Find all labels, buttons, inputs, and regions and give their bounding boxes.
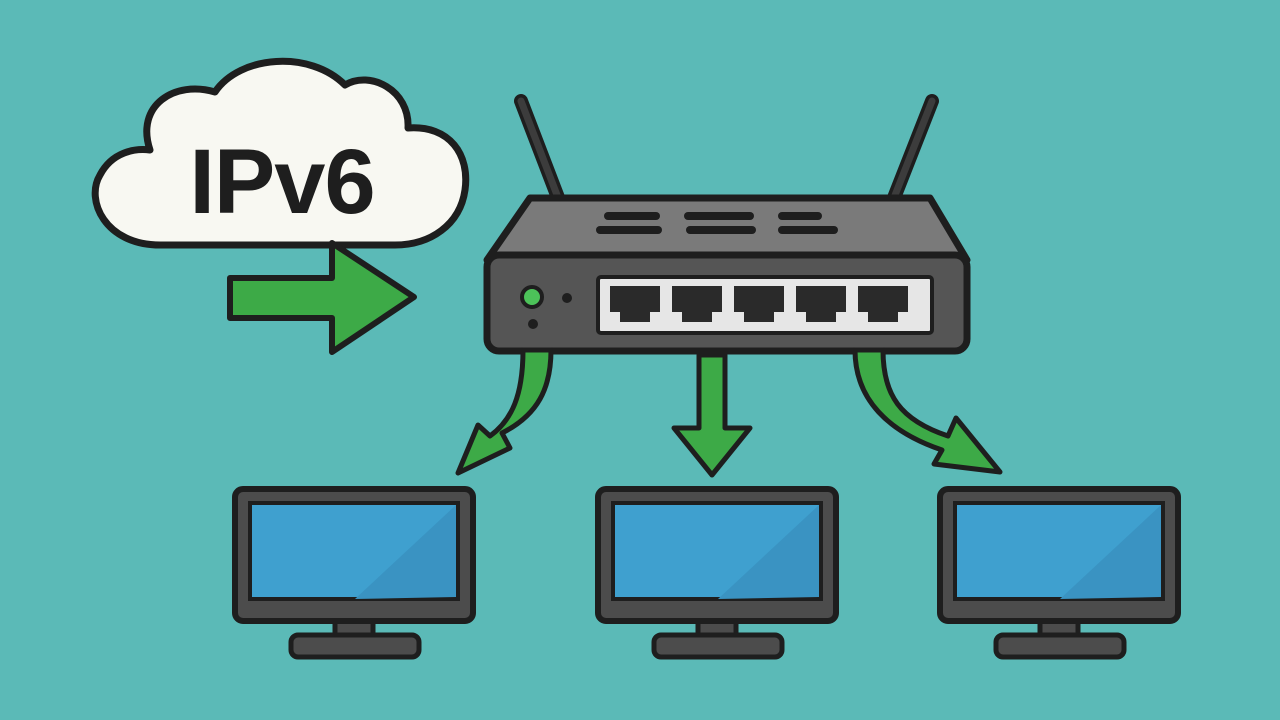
ipv6-cloud: IPv6 <box>91 57 470 249</box>
screen-shade <box>718 505 819 599</box>
computer-right <box>937 486 1181 660</box>
router-icon <box>483 94 971 355</box>
cloud-label: IPv6 <box>189 131 374 233</box>
router-vents <box>596 212 838 234</box>
ethernet-port <box>796 286 846 322</box>
ethernet-ports <box>610 286 908 322</box>
ethernet-port <box>672 286 722 322</box>
screen-shade <box>355 505 456 599</box>
antenna-right-fill <box>886 97 936 212</box>
ethernet-port <box>734 286 784 322</box>
router-to-computer-arrows <box>455 347 1003 478</box>
computers <box>232 486 1181 660</box>
screen-shade <box>1060 505 1161 599</box>
computer-left <box>232 486 476 660</box>
ethernet-port <box>858 286 908 322</box>
status-led <box>520 285 544 309</box>
arrow-icon <box>852 347 1003 475</box>
led-dot <box>562 293 572 303</box>
monitor-base <box>288 632 422 660</box>
arrow-icon <box>455 347 554 476</box>
led-dot <box>528 319 538 329</box>
monitor-base <box>651 632 785 660</box>
arrow-icon <box>671 352 753 478</box>
antenna-left-fill <box>517 97 566 212</box>
ethernet-port <box>610 286 660 322</box>
cloud-icon <box>91 57 470 249</box>
monitor-base <box>993 632 1127 660</box>
computer-center <box>595 486 839 660</box>
arrow-icon <box>227 240 417 355</box>
